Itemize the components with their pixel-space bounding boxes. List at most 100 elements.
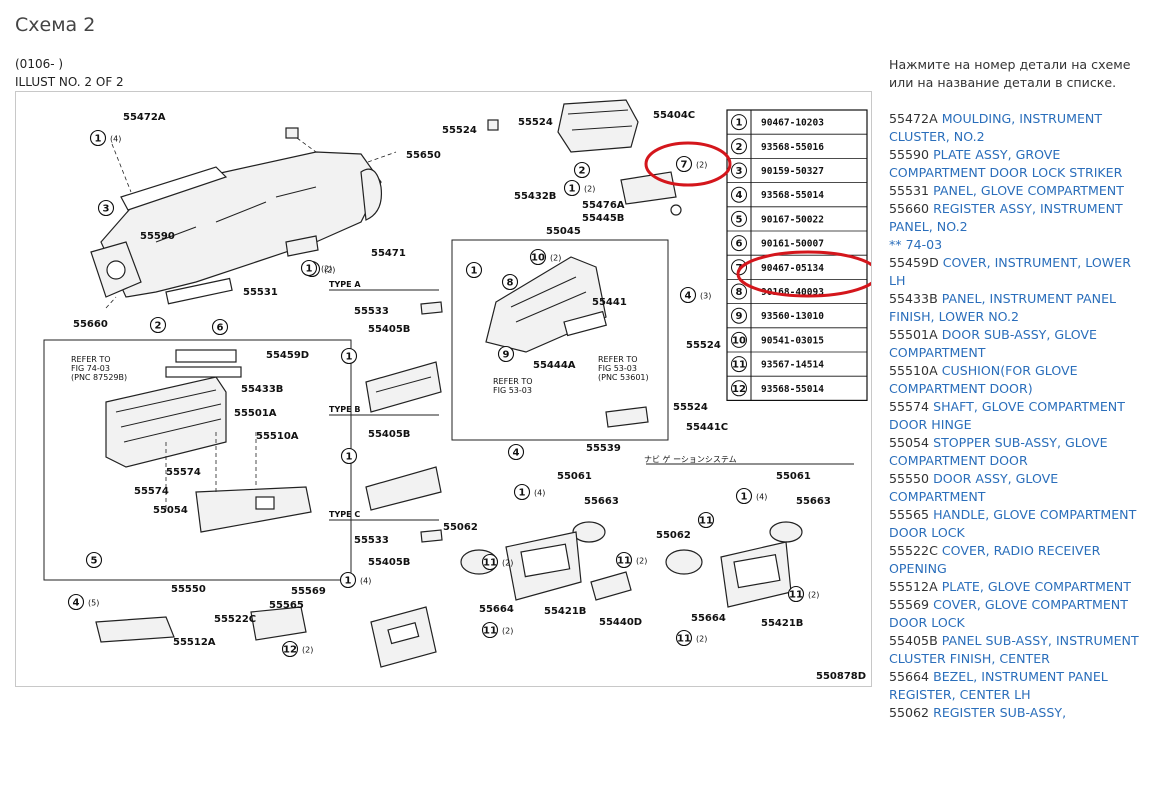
callout-1[interactable]: 1(4): [735, 487, 768, 505]
part-name-link[interactable]: MOULDING, INSTRUMENT CLUSTER, NO.2: [889, 111, 1103, 144]
callout-11[interactable]: 11: [697, 511, 715, 529]
part-label-55062[interactable]: 55062: [443, 522, 478, 533]
part-label-55664[interactable]: 55664: [691, 613, 726, 624]
callout-1[interactable]: 1(4): [339, 571, 372, 589]
part-label-55421B[interactable]: 55421B: [544, 606, 586, 617]
part-name-link[interactable]: BEZEL, INSTRUMENT PANEL REGISTER, CENTER…: [889, 669, 1108, 702]
part-name-link[interactable]: PANEL, INSTRUMENT PANEL FINISH, LOWER NO…: [889, 291, 1117, 324]
part-label-55054[interactable]: 55054: [153, 505, 188, 516]
callout-11[interactable]: 11(2): [615, 551, 648, 569]
part-name-link[interactable]: ** 74-03: [889, 237, 943, 252]
callout-9[interactable]: 9: [497, 345, 515, 363]
part-label-55650[interactable]: 55650: [406, 150, 441, 161]
part-name-link[interactable]: REGISTER SUB-ASSY,: [933, 705, 1067, 720]
callout-11[interactable]: 11(2): [787, 585, 820, 603]
part-label-55510A[interactable]: 55510A: [256, 431, 299, 442]
callout-1[interactable]: 1(4): [513, 483, 546, 501]
part-label-55405B[interactable]: 55405B: [368, 557, 410, 568]
part-label-55432B[interactable]: 55432B: [514, 191, 556, 202]
part-label-55550[interactable]: 55550: [171, 584, 206, 595]
part-label-55062[interactable]: 55062: [656, 530, 691, 541]
part-label-55569[interactable]: 55569: [291, 586, 326, 597]
callout-12[interactable]: 12(2): [281, 640, 314, 658]
part-label-55421B[interactable]: 55421B: [761, 618, 803, 629]
part-name-link[interactable]: COVER, RADIO RECEIVER OPENING: [889, 543, 1101, 576]
part-name-link[interactable]: COVER, INSTRUMENT, LOWER LH: [889, 255, 1131, 288]
part-label-55660[interactable]: 55660: [73, 319, 108, 330]
part-label-55405B[interactable]: 55405B: [368, 324, 410, 335]
part-label-55539[interactable]: 55539: [586, 443, 621, 454]
part-name-link[interactable]: PANEL, GLOVE COMPARTMENT: [933, 183, 1124, 198]
part-name-link[interactable]: PLATE, GLOVE COMPARTMENT: [941, 579, 1131, 594]
part-name-link[interactable]: HANDLE, GLOVE COMPARTMENT DOOR LOCK: [889, 507, 1137, 540]
part-label-55472A[interactable]: 55472A: [123, 112, 166, 123]
callout-2[interactable]: 2: [149, 316, 167, 334]
part-label-55512A[interactable]: 55512A: [173, 637, 216, 648]
callout-10[interactable]: 10(2): [529, 248, 562, 266]
part-label-55476A[interactable]: 55476A: [582, 200, 625, 211]
callout-8[interactable]: 8: [501, 273, 519, 291]
part-label-55444A[interactable]: 55444A: [533, 360, 576, 371]
part-label-55441[interactable]: 55441: [592, 297, 627, 308]
part-label-55524[interactable]: 55524: [518, 117, 553, 128]
part-label-55565[interactable]: 55565: [269, 600, 304, 611]
part-label-55459D[interactable]: 55459D: [266, 350, 309, 361]
part-label-55531[interactable]: 55531: [243, 287, 278, 298]
callout-1[interactable]: 1(2): [300, 259, 333, 277]
part-label-55574[interactable]: 55574: [134, 486, 169, 497]
callout-4[interactable]: 4(3): [679, 286, 712, 304]
callout-11[interactable]: 11(2): [481, 621, 514, 639]
callout-1[interactable]: 1: [340, 447, 358, 465]
part-name-link[interactable]: DOOR ASSY, GLOVE COMPARTMENT: [889, 471, 1059, 504]
part-name-link[interactable]: CUSHION(FOR GLOVE COMPARTMENT DOOR): [889, 363, 1078, 396]
callout-1[interactable]: 1(4): [89, 129, 122, 147]
part-label-55441C[interactable]: 55441C: [686, 422, 728, 433]
callout-11[interactable]: 11(2): [481, 553, 514, 571]
part-label-55664[interactable]: 55664: [479, 604, 514, 615]
part-label-55045[interactable]: 55045: [546, 226, 581, 237]
part-number-labels[interactable]: 55472A 55650 55590 55471 55531 55660 55459D 554…: [73, 110, 831, 648]
part-name-link[interactable]: PANEL SUB-ASSY, INSTRUMENT CLUSTER FINIS…: [889, 633, 1139, 666]
callout-1[interactable]: 1: [465, 261, 483, 279]
part-label-55405B[interactable]: 55405B: [368, 429, 410, 440]
part-label-55590[interactable]: 55590: [140, 231, 175, 242]
callout-6[interactable]: 6: [211, 318, 229, 336]
part-name-link[interactable]: SHAFT, GLOVE COMPARTMENT DOOR HINGE: [889, 399, 1125, 432]
callout-3[interactable]: 3: [97, 199, 115, 217]
part-name-link[interactable]: REGISTER ASSY, INSTRUMENT PANEL, NO.2: [889, 201, 1123, 234]
part-label-55533[interactable]: 55533: [354, 306, 389, 317]
part-label-55501A[interactable]: 55501A: [234, 408, 277, 419]
part-label-55524[interactable]: 55524: [442, 125, 477, 136]
callout-2[interactable]: 2: [573, 161, 591, 179]
part-label-55524[interactable]: 55524: [686, 340, 721, 351]
part-name-link[interactable]: COVER, GLOVE COMPARTMENT DOOR LOCK: [889, 597, 1128, 630]
part-label-55522C[interactable]: 55522C: [214, 614, 256, 625]
part-label-55061[interactable]: 55061: [557, 471, 592, 482]
part-name-link[interactable]: PLATE ASSY, GROVE COMPARTMENT DOOR LOCK …: [889, 147, 1123, 180]
callout-4[interactable]: 4: [507, 443, 525, 461]
callout-markers[interactable]: 1(4)1(2)31(2)6254(5)12(2)7(2)21(2)10(2)4…: [67, 129, 820, 658]
callout-11[interactable]: 11(2): [675, 629, 708, 647]
callout-1[interactable]: 1: [340, 347, 358, 365]
part-name-link[interactable]: DOOR SUB-ASSY, GLOVE COMPARTMENT: [889, 327, 1097, 360]
part-label-55433B[interactable]: 55433B: [241, 384, 283, 395]
part-label-55445B[interactable]: 55445B: [582, 213, 624, 224]
part-label-55061[interactable]: 55061: [776, 471, 811, 482]
part-label-55471[interactable]: 55471: [371, 248, 406, 259]
part-label-55533[interactable]: 55533: [354, 535, 389, 546]
part-label-55663[interactable]: 55663: [584, 496, 619, 507]
part-label-55524[interactable]: 55524: [673, 402, 708, 413]
callout-7[interactable]: 7(2): [675, 155, 708, 173]
part-label-55663[interactable]: 55663: [796, 496, 831, 507]
